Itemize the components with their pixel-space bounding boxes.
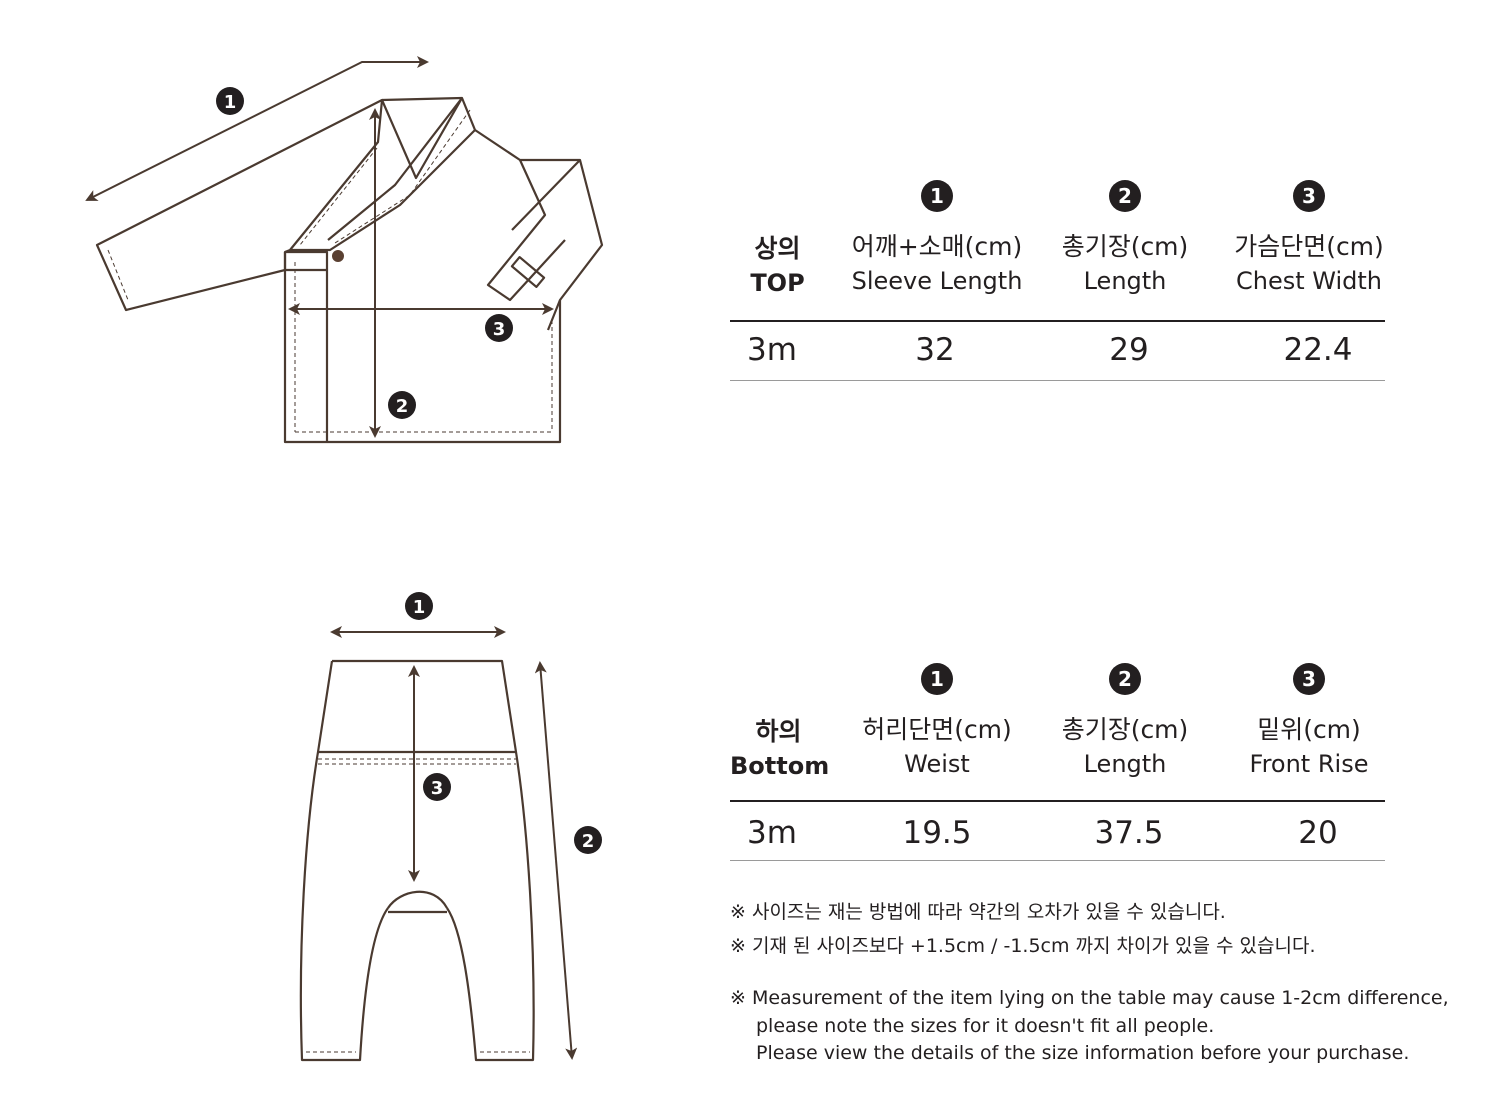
top-header-divider (730, 320, 1385, 322)
number-1-badge: 1 (921, 663, 953, 695)
top-col-chest-width: 3 가슴단면(cm) Chest Width (1209, 180, 1409, 298)
bottom-col-1-ko: 허리단면(cm) (862, 715, 1012, 744)
bottom-col-waist: 1 허리단면(cm) Weist (837, 663, 1037, 781)
svg-text:2: 2 (396, 396, 409, 417)
top-col-3-ko: 가슴단면(cm) (1234, 232, 1384, 261)
top-value-sleeve: 32 (915, 332, 955, 368)
top-diagram-badge-3: 3 (485, 314, 513, 342)
top-value-length: 29 (1109, 332, 1149, 368)
svg-text:1: 1 (224, 92, 237, 113)
bottom-row-divider (730, 860, 1385, 861)
top-col-length: 2 총기장(cm) Length (1025, 180, 1225, 298)
number-3-badge: 3 (1293, 663, 1325, 695)
number-3-badge: 3 (1293, 180, 1325, 212)
note-en-2: please note the sizes for it doesn't fit… (756, 1014, 1215, 1037)
bottom-col-1-en: Weist (904, 750, 970, 778)
top-category-ko: 상의 (754, 234, 801, 263)
bottom-col-3-ko: 밑위(cm) (1257, 715, 1361, 744)
top-diagram-badge-1: 1 (216, 87, 244, 115)
svg-text:1: 1 (413, 597, 426, 618)
note-ko-2: ※ 기재 된 사이즈보다 +1.5cm / -1.5cm 까지 차이가 있을 수… (730, 935, 1316, 957)
note-en-1: ※ Measurement of the item lying on the t… (730, 987, 1449, 1009)
svg-text:3: 3 (493, 319, 506, 340)
bottom-col-length: 2 총기장(cm) Length (1025, 663, 1225, 781)
bottom-category-ko: 하의 (755, 717, 802, 746)
bottom-value-front-rise: 20 (1298, 815, 1338, 851)
size-notes: ※ 사이즈는 재는 방법에 따라 약간의 오차가 있을 수 있습니다. ※ 기재… (730, 895, 1470, 1068)
number-1-badge: 1 (921, 180, 953, 212)
note-ko-1: ※ 사이즈는 재는 방법에 따라 약간의 오차가 있을 수 있습니다. (730, 901, 1226, 923)
top-col-3-en: Chest Width (1235, 267, 1382, 295)
svg-text:3: 3 (431, 778, 444, 799)
top-col-2-ko: 총기장(cm) (1061, 232, 1189, 261)
bottom-col-2-ko: 총기장(cm) (1061, 715, 1189, 744)
note-en-3: Please view the details of the size info… (756, 1042, 1410, 1064)
top-col-sleeve-length: 1 어깨+소매(cm) Sleeve Length (837, 180, 1037, 298)
number-2-badge: 2 (1109, 180, 1141, 212)
top-diagram-badge-2: 2 (388, 391, 416, 419)
bottom-diagram-badge-1: 1 (405, 592, 433, 620)
bottom-col-2-en: Length (1083, 750, 1167, 778)
bottom-value-waist: 19.5 (902, 815, 972, 851)
top-garment-diagram: 1 2 3 (85, 56, 604, 444)
bottom-category-label: 하의 Bottom (730, 715, 830, 783)
top-row-divider (730, 380, 1385, 381)
bottom-size-label: 3m (747, 815, 797, 851)
top-category-label: 상의 TOP (730, 232, 825, 300)
bottom-size-table: 하의 Bottom 1 허리단면(cm) Weist 2 총기장(cm) Len… (730, 663, 1385, 868)
bottom-category-en: Bottom (730, 752, 830, 780)
bottom-diagram-badge-3: 3 (423, 773, 451, 801)
bottom-col-3-en: Front Rise (1249, 750, 1369, 778)
svg-text:2: 2 (582, 831, 595, 852)
number-2-badge: 2 (1109, 663, 1141, 695)
bottom-col-front-rise: 3 밑위(cm) Front Rise (1209, 663, 1409, 781)
bottom-garment-diagram: 1 2 3 (299, 592, 602, 1062)
top-value-chest: 22.4 (1283, 332, 1353, 368)
top-col-1-en: Sleeve Length (851, 267, 1023, 295)
bottom-value-length: 37.5 (1094, 815, 1164, 851)
bottom-diagram-badge-2: 2 (574, 826, 602, 854)
top-category-en: TOP (750, 269, 805, 297)
bottom-header-divider (730, 800, 1385, 802)
top-col-2-en: Length (1083, 267, 1167, 295)
top-size-table: 상의 TOP 1 어깨+소매(cm) Sleeve Length 2 총기장(c… (730, 180, 1385, 385)
top-size-label: 3m (747, 332, 797, 368)
top-col-1-ko: 어깨+소매(cm) (851, 232, 1023, 261)
